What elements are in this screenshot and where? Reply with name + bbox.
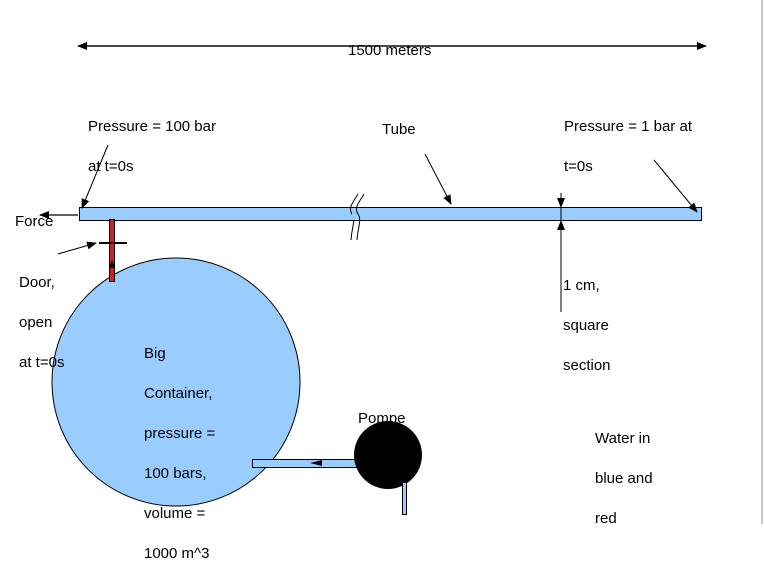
left-pressure-line2: at t=0s — [88, 158, 134, 175]
door-line3: at t=0s — [19, 354, 65, 371]
door-line2: open — [19, 314, 53, 331]
legend-line1: Water in — [595, 430, 651, 447]
pump-outlet-pipe — [402, 482, 407, 515]
door-label: Door, open at t=0s — [19, 253, 64, 393]
force-text: Force — [15, 213, 54, 230]
container-line6: 1000 m^3 — [144, 545, 210, 562]
container-line4: 100 bars, — [144, 465, 207, 482]
force-label: Force — [15, 192, 53, 232]
container-line2: Container, — [144, 385, 213, 402]
right-pressure-line2: t=0s — [564, 158, 593, 175]
tube-text: Tube — [382, 121, 416, 138]
dimension-label: 1500 meters — [348, 21, 431, 61]
pump — [354, 421, 422, 489]
page-edge — [761, 0, 763, 524]
pump-text: Pompe — [358, 410, 406, 427]
tube — [79, 207, 702, 221]
left-pressure-label: Pressure = 100 bar at t=0s — [88, 97, 216, 197]
container-line3: pressure = — [144, 425, 216, 442]
legend-line3: red — [595, 510, 617, 527]
right-pressure-label: Pressure = 1 bar at t=0s — [564, 97, 692, 197]
left-pressure-pointer — [81, 144, 109, 209]
flow-arrow-icon — [310, 460, 322, 466]
door-flow-arrow-icon — [109, 260, 115, 268]
pump-label: Pompe — [358, 389, 406, 429]
door-pipe — [109, 219, 115, 282]
right-pressure-pointer — [653, 159, 698, 213]
container-label: Big Container, pressure = 100 bars, volu… — [144, 324, 215, 584]
legend-label: Water in blue and red — [595, 409, 653, 549]
left-pressure-line1: Pressure = 100 bar — [88, 118, 216, 135]
section-line3: section — [563, 357, 611, 374]
big-container — [51, 257, 301, 507]
break-gap — [352, 208, 356, 220]
section-line2: square — [563, 317, 609, 334]
tube-pointer — [424, 153, 452, 205]
diagram-canvas — [39, 42, 707, 515]
container-line1: Big — [144, 345, 166, 362]
legend-line2: blue and — [595, 470, 653, 487]
pump-to-container-pipe — [252, 459, 361, 468]
section-label: 1 cm, square section — [563, 256, 611, 396]
tube-label: Tube — [382, 100, 416, 140]
container-line5: volume = — [144, 505, 206, 522]
right-pressure-line1: Pressure = 1 bar at — [564, 118, 692, 135]
door-pointer — [57, 241, 97, 255]
section-line1: 1 cm, — [563, 277, 600, 294]
dimension-text: 1500 meters — [348, 42, 432, 59]
door-line1: Door, — [19, 274, 55, 291]
